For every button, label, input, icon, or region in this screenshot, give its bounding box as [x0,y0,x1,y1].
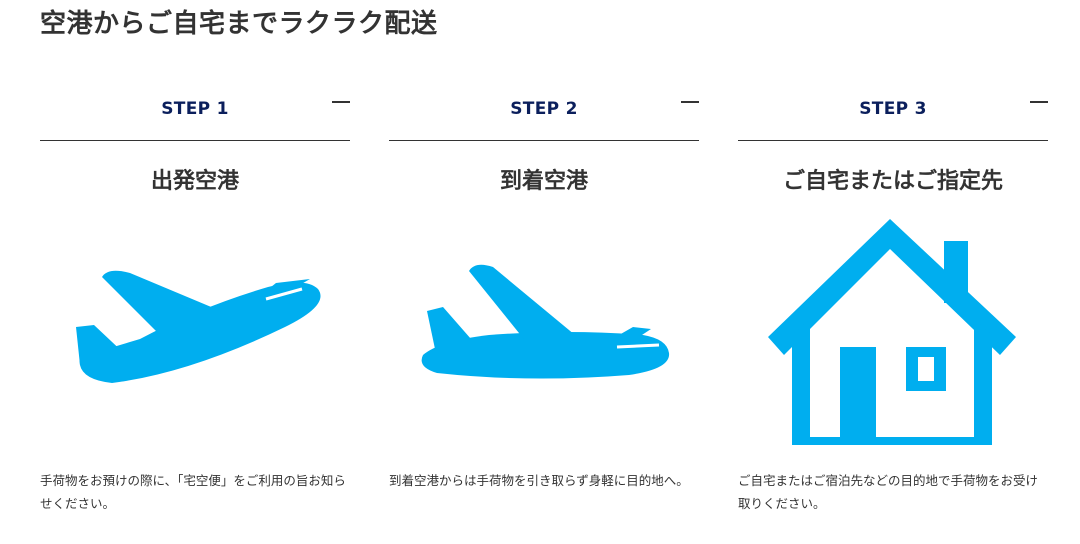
step-3: STEP 3 ご自宅またはご指定先 [738,84,1048,515]
house-icon [738,207,1048,457]
collapse-minus-icon[interactable] [332,101,350,103]
step-1-description: 手荷物をお預けの際に、「宅空便」をご利用の旨お知らせください。 [40,473,346,511]
step-2-description: 到着空港からは手荷物を引き取らず身軽に目的地へ。 [389,473,689,488]
airplane-departure-icon [40,207,350,457]
step-1-header[interactable]: STEP 1 [40,84,350,141]
step-1: STEP 1 出発空港 手荷物をお預けの際に、「宅空便」をご利用 [40,84,350,515]
step-3-header[interactable]: STEP 3 [738,84,1048,141]
airplane-arrival-icon [389,207,699,457]
step-2: STEP 2 到着空港 到着空港からは手荷物を引き取らず身軽に目 [389,84,699,515]
step-2-title: 到着空港 [499,169,588,194]
step-2-header[interactable]: STEP 2 [389,84,699,141]
step-1-title: 出発空港 [150,169,239,194]
step-1-label: STEP 1 [161,99,229,119]
step-2-label: STEP 2 [510,99,578,119]
steps-container: STEP 1 出発空港 手荷物をお預けの際に、「宅空便」をご利用 [40,84,1048,515]
collapse-minus-icon[interactable] [1030,101,1048,103]
step-3-title: ご自宅またはご指定先 [782,169,1003,194]
collapse-minus-icon[interactable] [681,101,699,103]
page-title: 空港からご自宅までラクラク配送 [40,9,438,39]
step-3-label: STEP 3 [859,99,927,119]
step-3-description: ご自宅またはご宿泊先などの目的地で手荷物をお受け取りください。 [738,473,1039,511]
